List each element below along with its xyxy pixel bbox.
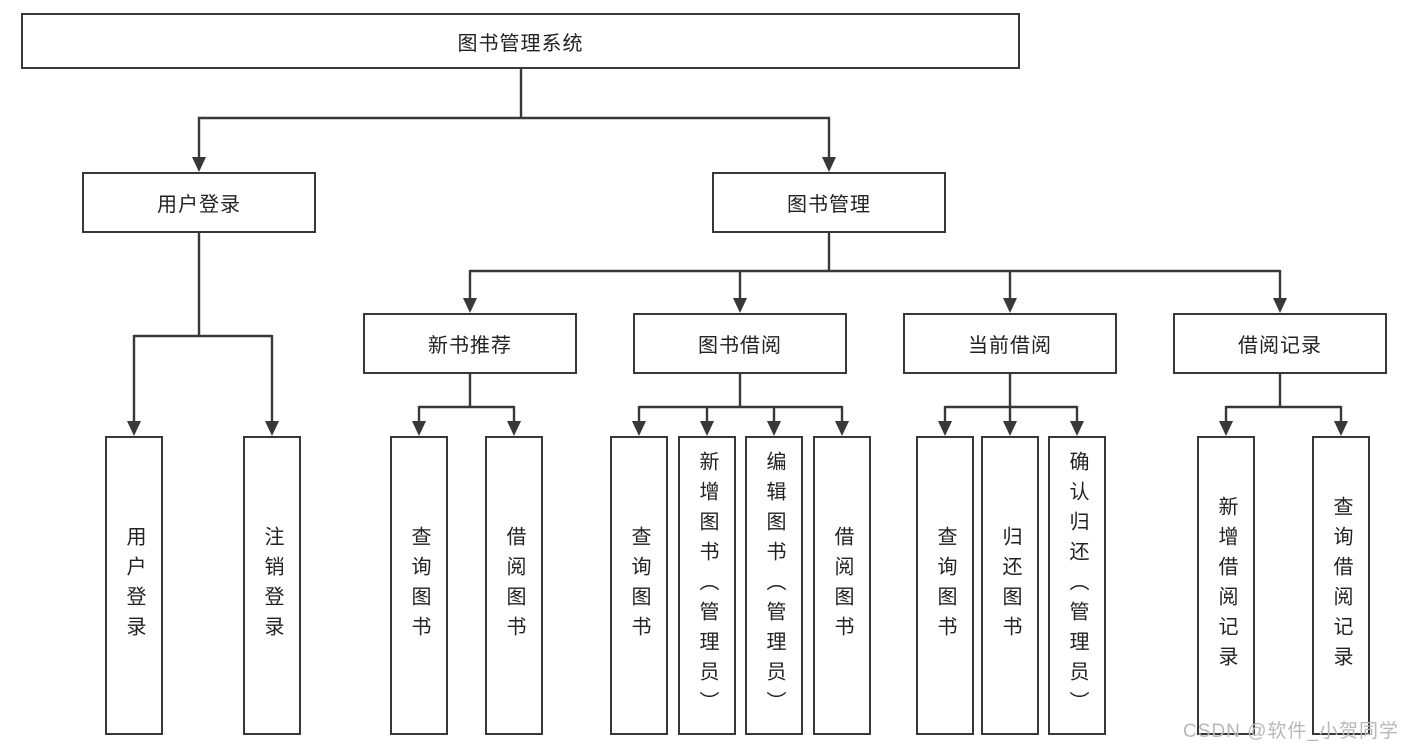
leaf-br-add-record: 新增借阅记录 xyxy=(1197,436,1255,735)
connector-book-management-split xyxy=(463,233,1287,313)
node-book-management: 图书管理 xyxy=(712,172,946,233)
connector-current-borrow-split xyxy=(938,374,1084,436)
leaf-nbr-query-books: 查询图书 xyxy=(390,436,448,735)
leaf-logout: 注销登录 xyxy=(243,436,301,735)
node-root: 图书管理系统 xyxy=(21,13,1020,69)
leaf-bb-query-books: 查询图书 xyxy=(610,436,668,735)
node-new-book-recommend: 新书推荐 xyxy=(363,313,577,374)
node-book-borrow: 图书借阅 xyxy=(633,313,847,374)
connector-root-split xyxy=(192,69,836,172)
connector-user-login-split xyxy=(127,233,279,436)
leaf-cb-return-books-label: 归还图书 xyxy=(999,525,1021,646)
leaf-bb-borrow-books: 借阅图书 xyxy=(813,436,871,735)
leaf-bb-add-books-admin: 新增图书（管理员） xyxy=(678,436,736,735)
leaf-nbr-borrow-books-label: 借阅图书 xyxy=(503,525,525,646)
leaf-bb-query-books-label: 查询图书 xyxy=(628,525,650,646)
leaf-bb-edit-books-admin-label: 编辑图书（管理员） xyxy=(763,450,785,721)
leaf-user-login: 用户登录 xyxy=(105,436,163,735)
leaf-nbr-query-books-label: 查询图书 xyxy=(408,525,430,646)
leaf-logout-label: 注销登录 xyxy=(261,525,283,646)
leaf-cb-confirm-return-admin-label: 确认归还（管理员） xyxy=(1066,450,1088,721)
node-user-login-group: 用户登录 xyxy=(82,172,316,233)
leaf-bb-add-books-admin-label: 新增图书（管理员） xyxy=(696,450,718,721)
leaf-cb-return-books: 归还图书 xyxy=(981,436,1039,735)
node-borrow-records: 借阅记录 xyxy=(1173,313,1387,374)
leaf-br-query-record-label: 查询借阅记录 xyxy=(1330,495,1352,676)
leaf-cb-query-books: 查询图书 xyxy=(916,436,974,735)
leaf-br-query-record: 查询借阅记录 xyxy=(1312,436,1370,735)
csdn-watermark: CSDN @软件_小贺同学 xyxy=(1183,721,1399,742)
leaf-bb-edit-books-admin: 编辑图书（管理员） xyxy=(745,436,803,735)
leaf-nbr-borrow-books: 借阅图书 xyxy=(485,436,543,735)
leaf-cb-confirm-return-admin: 确认归还（管理员） xyxy=(1048,436,1106,735)
leaf-user-login-label: 用户登录 xyxy=(123,525,145,646)
connector-new-book-recommend-split xyxy=(412,374,521,436)
connector-borrow-records-split xyxy=(1219,374,1348,436)
leaf-cb-query-books-label: 查询图书 xyxy=(934,525,956,646)
node-current-borrow: 当前借阅 xyxy=(903,313,1117,374)
leaf-br-add-record-label: 新增借阅记录 xyxy=(1215,495,1237,676)
leaf-bb-borrow-books-label: 借阅图书 xyxy=(831,525,853,646)
connector-book-borrow-split xyxy=(632,374,849,436)
